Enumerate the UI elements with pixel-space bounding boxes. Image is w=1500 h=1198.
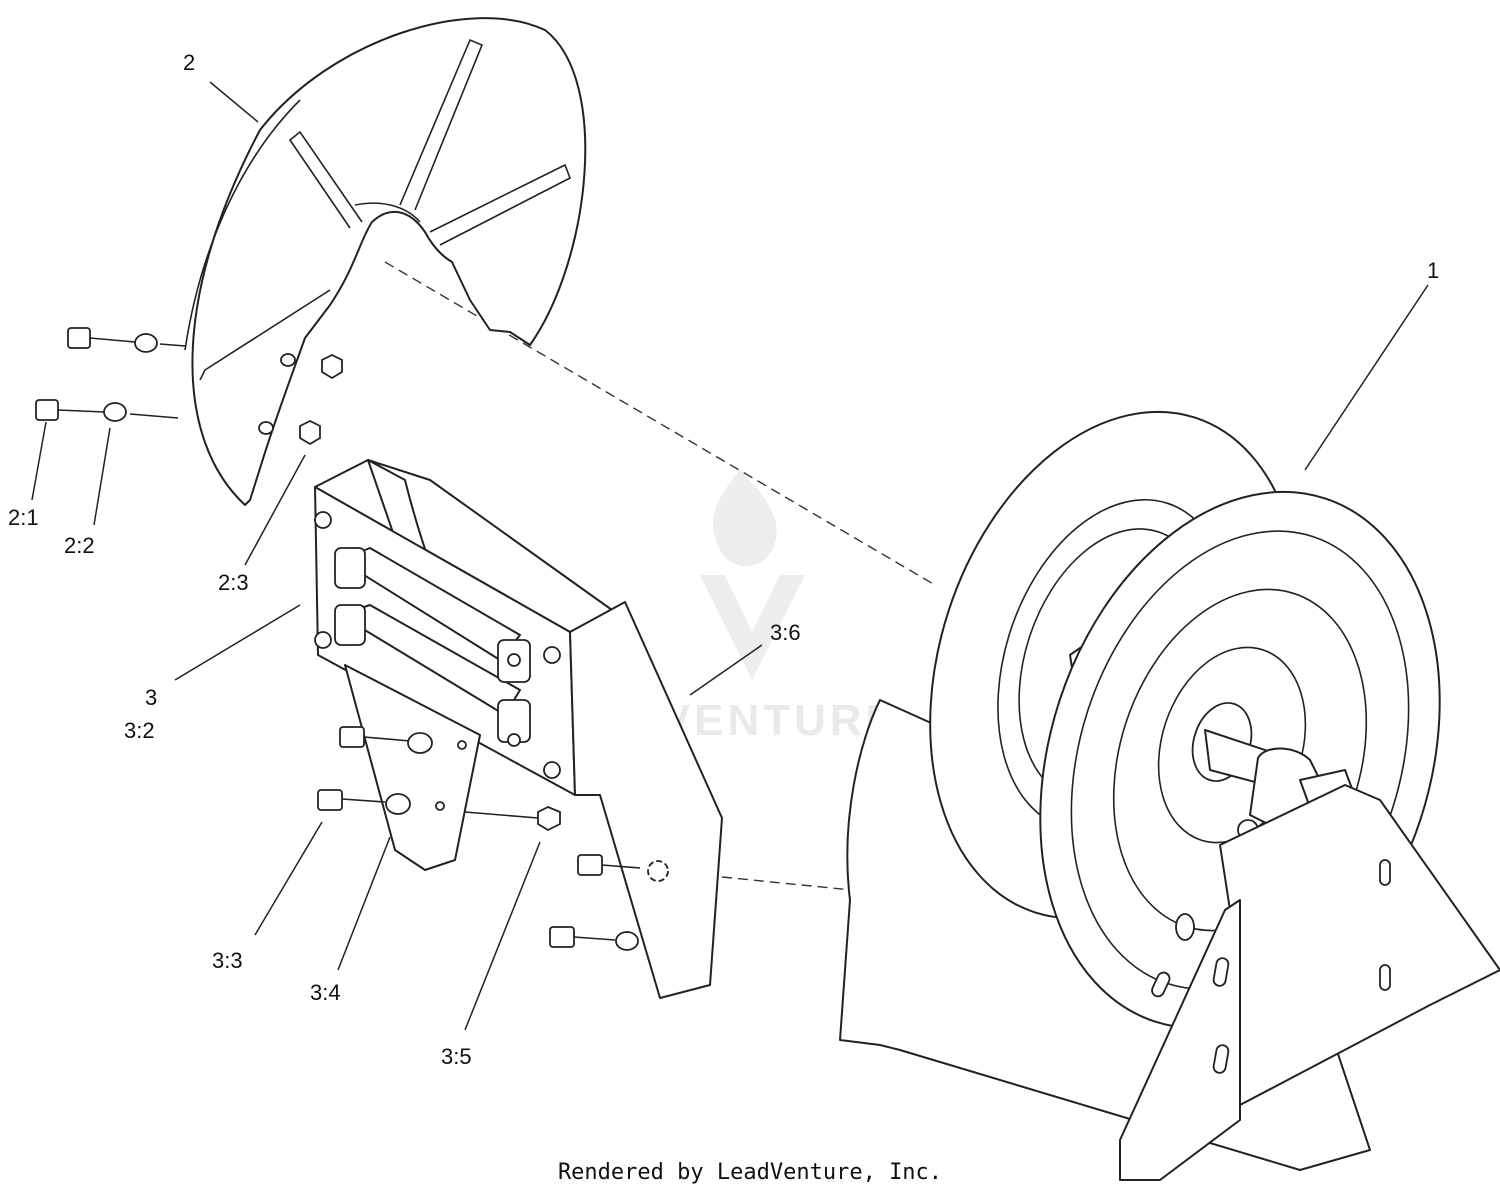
bolt-icon <box>549 926 575 948</box>
bolt-icon <box>35 399 59 421</box>
washer-icon <box>103 402 127 422</box>
reel-stand <box>1219 784 1500 1106</box>
bolt-icon <box>67 327 91 349</box>
bolt-head-icon <box>543 761 561 779</box>
bolt-icon <box>339 726 365 748</box>
washer-icon <box>134 333 158 353</box>
bolt-icon <box>317 789 343 811</box>
nut-icon <box>321 353 343 380</box>
callout-3: 3 <box>145 685 157 710</box>
nut-icon <box>537 806 561 832</box>
washer-icon <box>407 732 433 754</box>
callout-2-3: 2:3 <box>218 570 249 595</box>
bolt-head-icon <box>543 646 561 664</box>
callout-leader-lines <box>31 81 1429 1031</box>
callout-3-2: 3:2 <box>124 718 155 743</box>
washer-icon <box>615 931 639 951</box>
callout-3-4: 3:4 <box>310 980 341 1005</box>
bracket-hardware <box>317 726 669 951</box>
bolt-icon <box>577 854 603 876</box>
washer-icon <box>258 421 274 435</box>
nut-icon <box>299 419 321 446</box>
reel-side-disc <box>184 17 587 506</box>
callout-3-6: 3:6 <box>770 620 801 645</box>
lock-washer-icon <box>647 860 669 882</box>
mounting-bracket <box>314 459 723 999</box>
callout-1: 1 <box>1427 258 1439 283</box>
rendered-by-footer: Rendered by LeadVenture, Inc. <box>557 1160 943 1185</box>
disc-hardware <box>35 327 343 446</box>
hose-reel-assembly <box>839 410 1500 1181</box>
callout-2: 2 <box>183 50 195 75</box>
callout-2-2: 2:2 <box>64 533 95 558</box>
callout-3-3: 3:3 <box>212 948 243 973</box>
bolt-head-icon <box>314 631 332 649</box>
callout-2-1: 2:1 <box>8 505 39 530</box>
washer-icon <box>280 353 296 367</box>
callout-labels: 2 1 2:1 2:2 2:3 3 3:2 3:6 3:3 3:4 3:5 <box>8 50 1439 1069</box>
bolt-head-icon <box>314 511 332 529</box>
callout-3-5: 3:5 <box>441 1044 472 1069</box>
washer-icon <box>385 793 411 815</box>
